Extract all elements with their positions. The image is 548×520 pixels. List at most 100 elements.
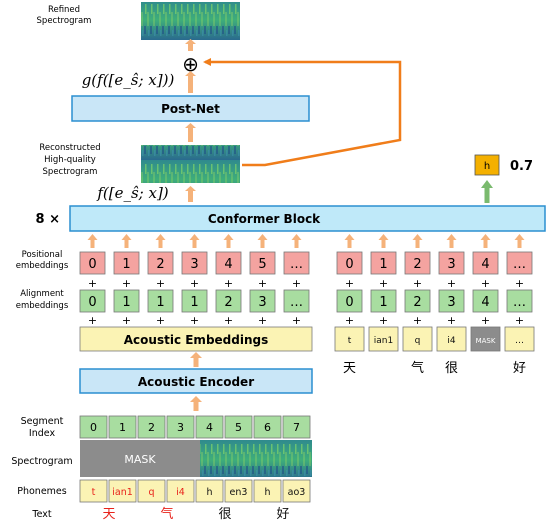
reconstructed-label-line2: High-quality [44,155,96,165]
left-embedding-columns: 0+0+1+1+2+1+3+1+4+2+5+3+…+…+ [79,234,310,327]
left-arrow-to-conformer-5 [257,234,268,248]
plus-sign: + [345,277,354,290]
segment-index-cell [79,415,108,439]
plus-sign: + [447,277,456,290]
left-arrow-to-conformer-3 [189,234,200,248]
input-text-char: 气 [160,506,173,520]
output-score: 0.7 [510,159,533,174]
acoustic-embeddings-block [79,326,313,352]
output-token-label: h [484,161,490,172]
right-positional-value: 0 [345,257,353,272]
plus-sign: + [413,277,422,290]
segment-index-value: 1 [119,421,126,434]
left-alignment-value: 2 [224,295,232,310]
plus-sign: + [156,277,165,290]
arrow-conformer-to-output [481,180,493,203]
left-alignment-cell [283,289,310,313]
right-positional-value: 1 [379,257,387,272]
acoustic-encoder-label: Acoustic Encoder [138,375,254,389]
text-row-label: Text [31,509,51,520]
right-text-char: 好 [513,361,526,376]
right-phoneme-text: … [515,336,524,346]
phoneme-value: i4 [176,487,185,498]
left-positional-value: 2 [156,257,164,272]
plus-sign: + [224,277,233,290]
plus-sign: + [156,314,165,327]
positional-label-line1: Positional [22,250,63,260]
left-alignment-value: 1 [190,295,198,310]
refined-label-line1: Refined [48,5,80,15]
right-arrow-to-conformer-1 [378,234,389,248]
segment-index-value: 0 [90,421,97,434]
left-positional-cell [181,251,208,275]
positional-label-line2: embeddings [16,261,69,271]
right-phoneme-box [402,326,433,352]
phoneme-cell [224,479,253,503]
left-alignment-cell [249,289,276,313]
left-arrow-to-conformer-1 [121,234,132,248]
phoneme-cell [195,479,224,503]
phoneme-value: t [92,487,96,498]
left-alignment-value: 3 [258,295,266,310]
right-alignment-value: 3 [447,295,455,310]
right-positional-value: 3 [447,257,455,272]
right-alignment-cell [336,289,363,313]
alignment-label-line2: embeddings [16,301,69,311]
right-phoneme-text: t [348,336,352,346]
right-alignment-value: 0 [345,295,353,310]
phoneme-cell [253,479,282,503]
segment-index-cell [282,415,311,439]
right-alignment-cell [506,289,533,313]
plus-sign: + [258,277,267,290]
segment-index-cell [108,415,137,439]
g-formula: g(f([e_ŝ; x])) [82,71,175,89]
plus-sign: + [379,314,388,327]
segment-index-label-line1: Segment [21,416,64,427]
left-alignment-cell [181,289,208,313]
phoneme-value: q [148,487,154,498]
right-phoneme-box [368,326,399,352]
right-arrow-to-conformer-0 [344,234,355,248]
arrow-reconstructed-to-postnet [185,123,196,142]
left-alignment-value: … [290,295,303,310]
right-phoneme-box [470,326,501,352]
right-text-char: 天 [343,361,356,376]
phoneme-value: ao3 [288,487,306,498]
conformer-label: Conformer Block [208,212,321,226]
postnet-label: Post-Net [161,102,220,116]
input-text-char: 好 [276,507,289,520]
mask-label: MASK [124,453,156,466]
residual-connection-line [203,58,402,167]
phoneme-value: en3 [230,487,248,498]
spectrogram-row-label: Spectrogram [11,456,72,467]
right-positional-cell [506,251,533,275]
phoneme-value: h [264,487,270,498]
left-alignment-value: 0 [88,295,96,310]
segment-index-cell [137,415,166,439]
left-alignment-cell [79,289,106,313]
repeat-count-label: 8 × [36,212,60,227]
plus-sign: + [515,314,524,327]
left-positional-value: 1 [122,257,130,272]
f-formula: f([e_ŝ; x]) [96,184,168,202]
left-alignment-cell [147,289,174,313]
input-text-char: 天 [102,507,115,520]
left-positional-value: … [290,257,303,272]
plus-sign: + [379,277,388,290]
plus-sign: + [345,314,354,327]
conformer-block [69,205,546,232]
right-positional-cell [472,251,499,275]
segment-index-value: 3 [177,421,184,434]
phoneme-cell [108,479,137,503]
refined-label-line2: Spectrogram [37,16,92,26]
right-phoneme-box [436,326,467,352]
left-positional-value: 4 [224,257,232,272]
plus-sign: + [292,277,301,290]
segment-index-value: 4 [206,421,213,434]
right-alignment-value: 4 [481,295,489,310]
segment-index-cell [224,415,253,439]
segment-index-value: 2 [148,421,155,434]
plus-sign: + [88,277,97,290]
